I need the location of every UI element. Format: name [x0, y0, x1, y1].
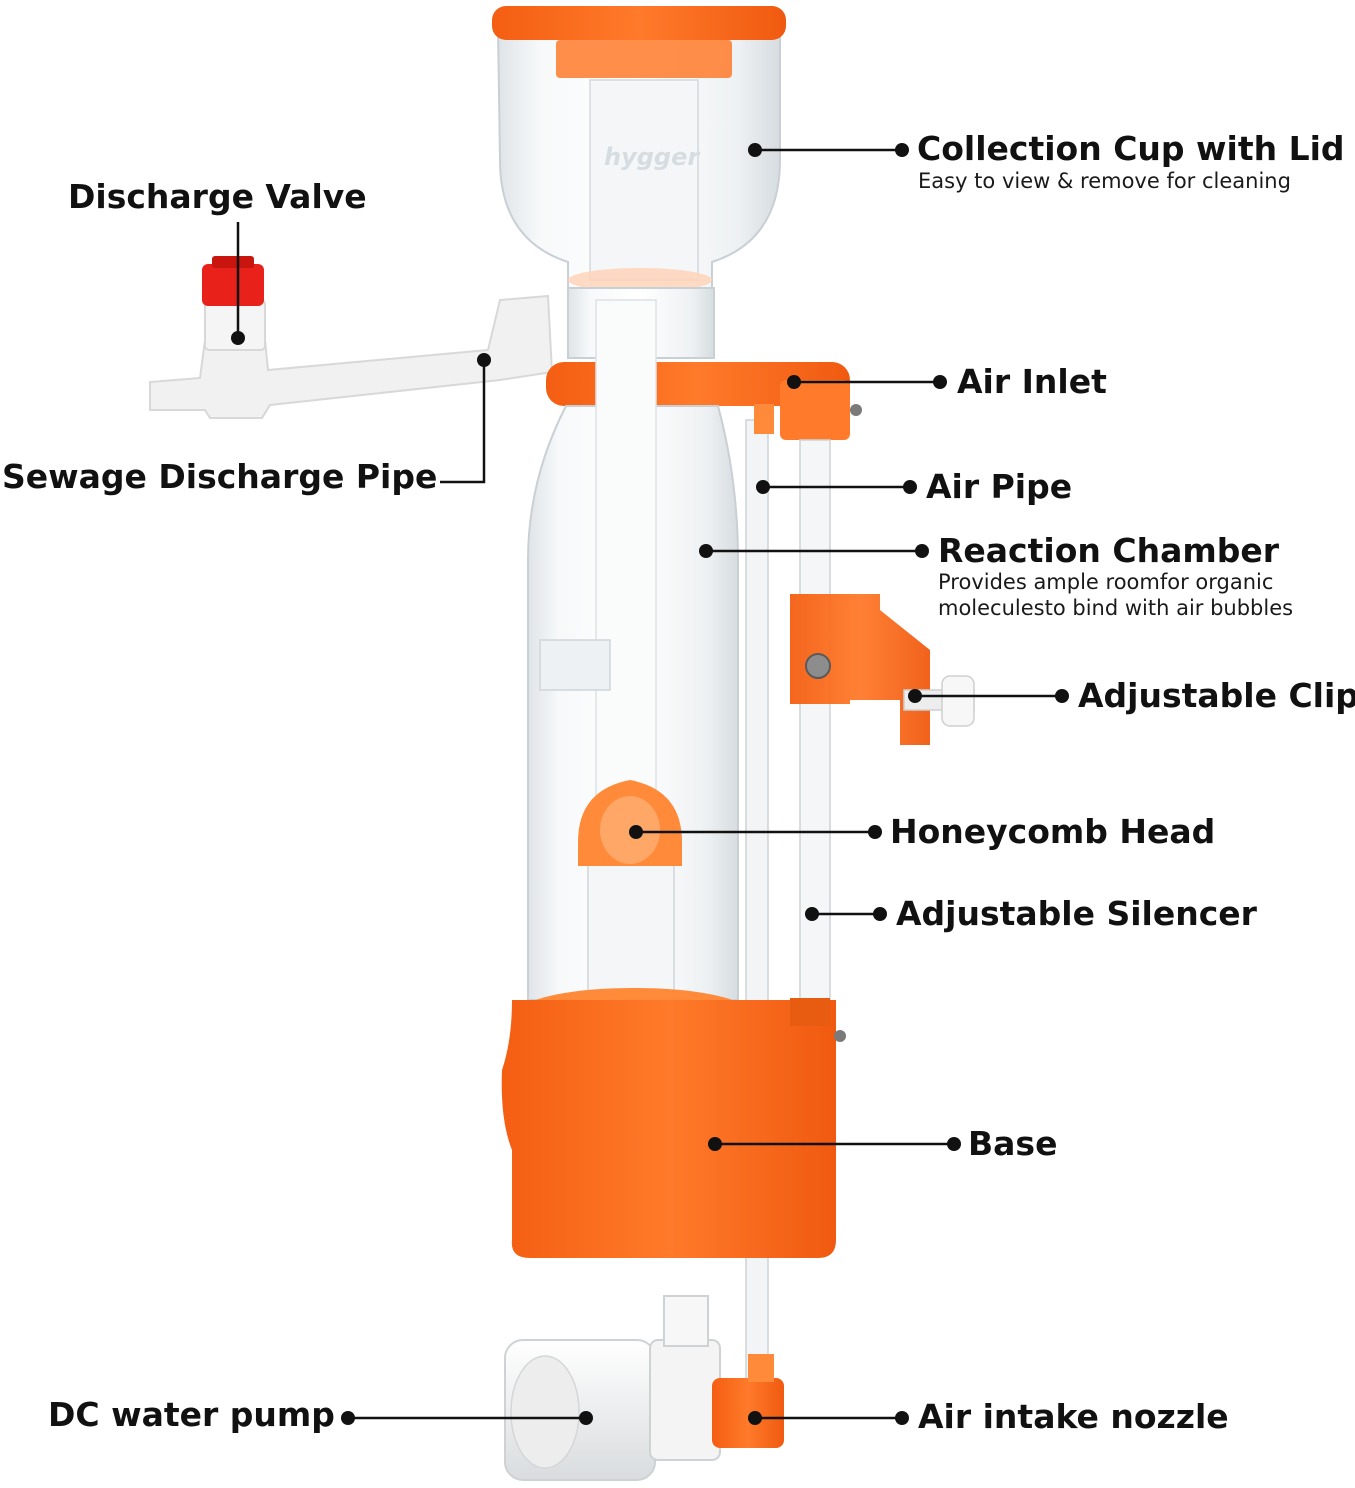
label-adjustable-silencer: Adjustable Silencer: [896, 894, 1257, 933]
label-air-pipe: Air Pipe: [926, 467, 1073, 506]
base: [501, 988, 846, 1258]
label-base: Base: [968, 1124, 1058, 1163]
label-air-intake-nozzle: Air intake nozzle: [918, 1397, 1229, 1436]
label-honeycomb-head: Honeycomb Head: [890, 812, 1216, 851]
cup-lid: [492, 6, 786, 40]
label-collection-cup: Collection Cup with Lid: [917, 129, 1345, 168]
label-dc-water-pump: DC water pump: [48, 1395, 335, 1434]
leader-dots: [231, 143, 1069, 1425]
label-discharge-valve: Discharge Valve: [68, 177, 367, 216]
dc-water-pump: [504, 1295, 721, 1481]
discharge-assembly: [149, 256, 554, 419]
label-air-inlet: Air Inlet: [957, 362, 1107, 401]
label-reaction-chamber-subtitle-2: moleculesto bind with air bubbles: [938, 596, 1294, 620]
valve-cap: [202, 264, 264, 306]
brand-logo: hygger: [604, 143, 701, 171]
label-reaction-chamber-subtitle-1: Provides ample roomfor organic: [938, 570, 1274, 594]
label-collection-cup-subtitle: Easy to view & remove for cleaning: [918, 169, 1291, 193]
leader-lines: [236, 148, 1062, 1420]
label-adjustable-clip: Adjustable Clip: [1078, 676, 1355, 715]
label-reaction-chamber: Reaction Chamber: [938, 531, 1280, 570]
label-sewage-pipe: Sewage Discharge Pipe: [2, 457, 438, 496]
sewage-pipe: [149, 294, 554, 419]
air-intake-nozzle: [712, 1354, 784, 1448]
collection-cup: hygger: [492, 6, 786, 359]
honeycomb-head: [578, 780, 682, 1011]
